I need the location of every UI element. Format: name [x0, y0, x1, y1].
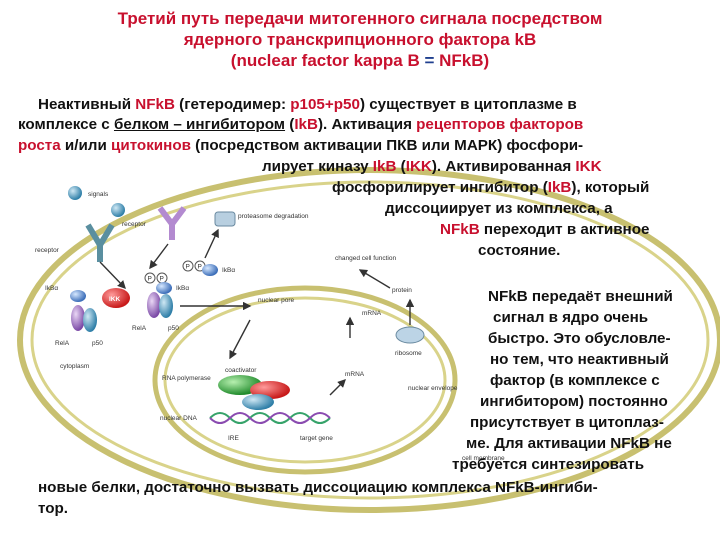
- receptor-top-icon: [157, 206, 187, 240]
- para1-line-6: диссоциирует из комплекса, а: [385, 200, 613, 217]
- cell-membrane-inner: [30, 180, 710, 500]
- nuclear-dna-label: nuclear DNA: [160, 415, 198, 422]
- mrna-label-1: mRNA: [362, 310, 382, 317]
- signals-label: signals: [88, 191, 109, 198]
- para1-line-5: фосфорилирует ингибитор (IkB), который: [332, 179, 650, 196]
- para2-line-2: сигнал в ядро очень: [493, 309, 649, 326]
- signals-icon: [68, 186, 82, 200]
- ikk-icon: [102, 288, 130, 308]
- para1-line-1: Неактивный NFkB (гетеродимер: p105+p50) …: [38, 96, 577, 113]
- nuclear-pore-label: nuclear pore: [258, 297, 295, 304]
- ribosome-label: ribosome: [395, 350, 422, 357]
- p-label-4: P: [160, 276, 164, 283]
- title-line-3-a: (nuclear factor kappa B: [230, 51, 420, 70]
- para2-line-7: присутствует в цитоплаз-: [470, 414, 664, 431]
- mrna-label-2: mRNA: [345, 371, 365, 378]
- ikk-label: IKK: [109, 296, 121, 303]
- proteasome-icon: [214, 211, 236, 227]
- page-title: Третий путь передачи митогенного сигнала…: [0, 8, 720, 71]
- title-line-3-b: NFkB): [439, 51, 490, 70]
- ikb-label: IkBα: [222, 267, 235, 274]
- ribosome-icon: [395, 326, 425, 344]
- para1-line-7: NFkB переходит в активное: [440, 221, 650, 238]
- p50-label-2: p50: [168, 325, 179, 332]
- title-line-2: ядерного транскрипционного фактора kB: [183, 30, 537, 49]
- nuclear-envelope-label: nuclear envelope: [408, 385, 458, 392]
- ikb-free-icon: [202, 264, 218, 276]
- cell-membrane-label: cell membrane: [462, 455, 505, 462]
- ikbalpha-label-1: IkBα: [45, 285, 58, 292]
- ikb-bound-icon: [156, 282, 172, 294]
- title-equals: =: [419, 51, 440, 70]
- title-line-3: (nuclear factor kappa B = NFkB): [0, 50, 720, 71]
- p50-label-1: p50: [92, 340, 103, 347]
- protein-label: protein: [392, 287, 412, 294]
- para1-line-3: роста и/или цитокинов (посредством актив…: [18, 137, 584, 154]
- para1-line-2: комплексе с белком – ингибитором (IkB). …: [18, 116, 584, 133]
- ikbalpha-label-2: IkBα: [176, 285, 189, 292]
- title-line-1: Третий путь передачи митогенного сигнала…: [117, 9, 603, 28]
- para1-line-4: лирует киназу IkB (IKK). Активированная …: [262, 158, 602, 175]
- p-label-2: P: [198, 264, 202, 271]
- signal-ball: [111, 203, 125, 217]
- p-label-3: P: [148, 276, 152, 283]
- para2-line-5: фактор (в комплексе с: [490, 372, 660, 389]
- nuclear-envelope-inner: [163, 296, 447, 464]
- bound-nfkb-icon: [242, 394, 274, 410]
- rela-label-1: RelA: [55, 340, 70, 347]
- para2-line-10: новые белки, достаточно вызвать диссоциа…: [38, 479, 598, 496]
- rna-polymerase-label: RNA polymerase: [162, 375, 211, 382]
- rela-label-2: RelA: [132, 325, 147, 332]
- coactivator-label: coactivator: [225, 367, 257, 374]
- ire-label: IRE: [228, 435, 240, 442]
- receptor-left-label: receptor: [35, 247, 60, 254]
- p-label-1: P: [186, 264, 190, 271]
- para2-line-3: быстро. Это обусловле-: [488, 330, 671, 347]
- para2-line-6: ингибитором) постоянно: [480, 393, 668, 410]
- para1-line-8: состояние.: [478, 242, 561, 259]
- receptor-top-label: receptor: [122, 221, 147, 228]
- para2-line-4: но тем, что неактивный: [490, 351, 669, 368]
- cytoplasm-label: cytoplasm: [60, 363, 89, 370]
- changed-function-label: changed cell function: [335, 255, 396, 262]
- cell-membrane-outer: [17, 167, 720, 513]
- para2-line-1: NFkB передаёт внешний: [488, 288, 673, 305]
- dna-helix-icon: [209, 412, 331, 424]
- proteasome-label: proteasome degradation: [238, 213, 309, 220]
- para2-line-11: тор.: [38, 500, 69, 517]
- para2-line-9: требуется синтезировать: [452, 456, 645, 473]
- para2-line-8: ме. Для активации NFkB не: [466, 435, 672, 452]
- target-gene-label: target gene: [300, 435, 333, 442]
- receptor-left-icon: [85, 223, 115, 262]
- nuclear-envelope-outer: [152, 285, 458, 475]
